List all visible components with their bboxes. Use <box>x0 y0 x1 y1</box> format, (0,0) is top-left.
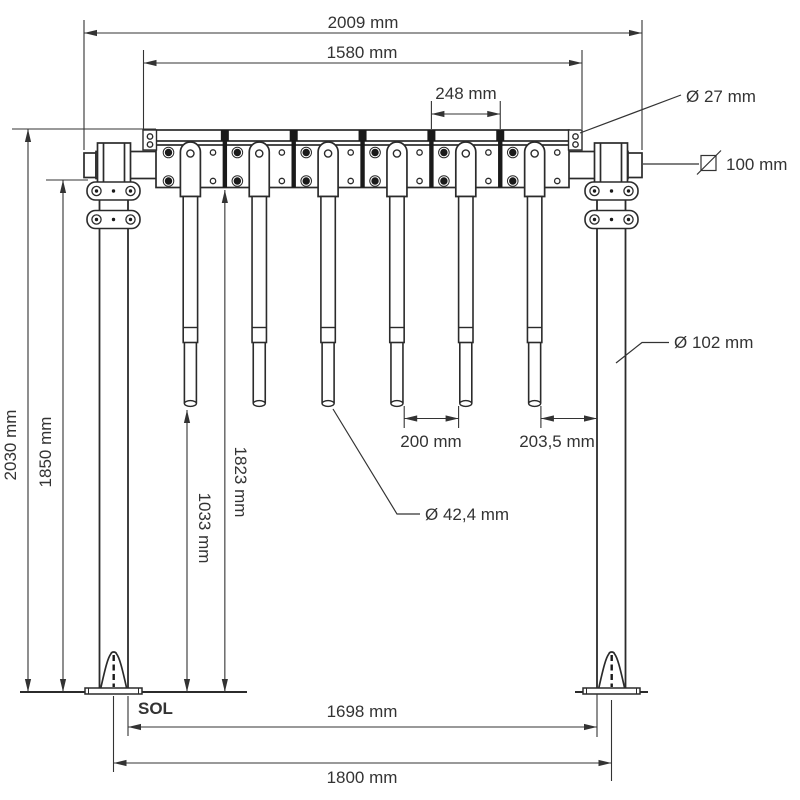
dim-beam-underside-height: 1850 mm <box>36 417 55 488</box>
callout-beam-size: 100 mm <box>726 155 787 174</box>
callout-pin-diameter: Ø 27 mm <box>686 87 756 106</box>
hanging-tube <box>523 141 546 408</box>
hanging-tube <box>454 141 477 408</box>
dim-post-centres: 1800 mm <box>327 768 398 787</box>
base-left <box>84 651 143 695</box>
rail-segments-and-tubes <box>162 130 561 408</box>
clamp-plates <box>86 181 639 230</box>
leader-pin-27 <box>579 94 682 134</box>
leader-tube-42 <box>332 408 420 515</box>
dim-overall-height: 2030 mm <box>1 410 20 481</box>
callout-leaders <box>332 94 722 515</box>
dim-rail-length: 1580 mm <box>327 43 398 62</box>
leader-post-102 <box>615 341 669 364</box>
dim-rail-underside-height: 1823 mm <box>231 447 250 518</box>
dim-overall-width: 2009 mm <box>328 13 399 32</box>
callout-post-diameter: Ø 102 mm <box>674 333 753 352</box>
square-section-icon <box>700 154 717 172</box>
post-clamp-housings <box>96 142 629 186</box>
callout-tube-diameter: Ø 42,4 mm <box>425 505 509 524</box>
post-right <box>596 185 627 688</box>
dimension-lines <box>12 20 643 781</box>
dim-tube-tip-height: 1033 mm <box>195 493 214 564</box>
hanging-tube <box>317 141 339 408</box>
ground-label: SOL <box>138 699 173 718</box>
hanging-tube <box>179 141 202 408</box>
dim-clear-span: 1698 mm <box>327 702 398 721</box>
hanging-tube <box>386 141 408 408</box>
end-pin-left <box>142 129 158 151</box>
end-pin-right <box>567 129 583 151</box>
dim-end-clear-gap: 203,5 mm <box>519 432 595 451</box>
base-right <box>582 651 641 695</box>
dim-tube-clear-gap: 200 mm <box>400 432 461 451</box>
post-left <box>98 185 129 688</box>
dim-hook-pitch: 248 mm <box>435 84 496 103</box>
hanging-tube <box>248 141 271 408</box>
